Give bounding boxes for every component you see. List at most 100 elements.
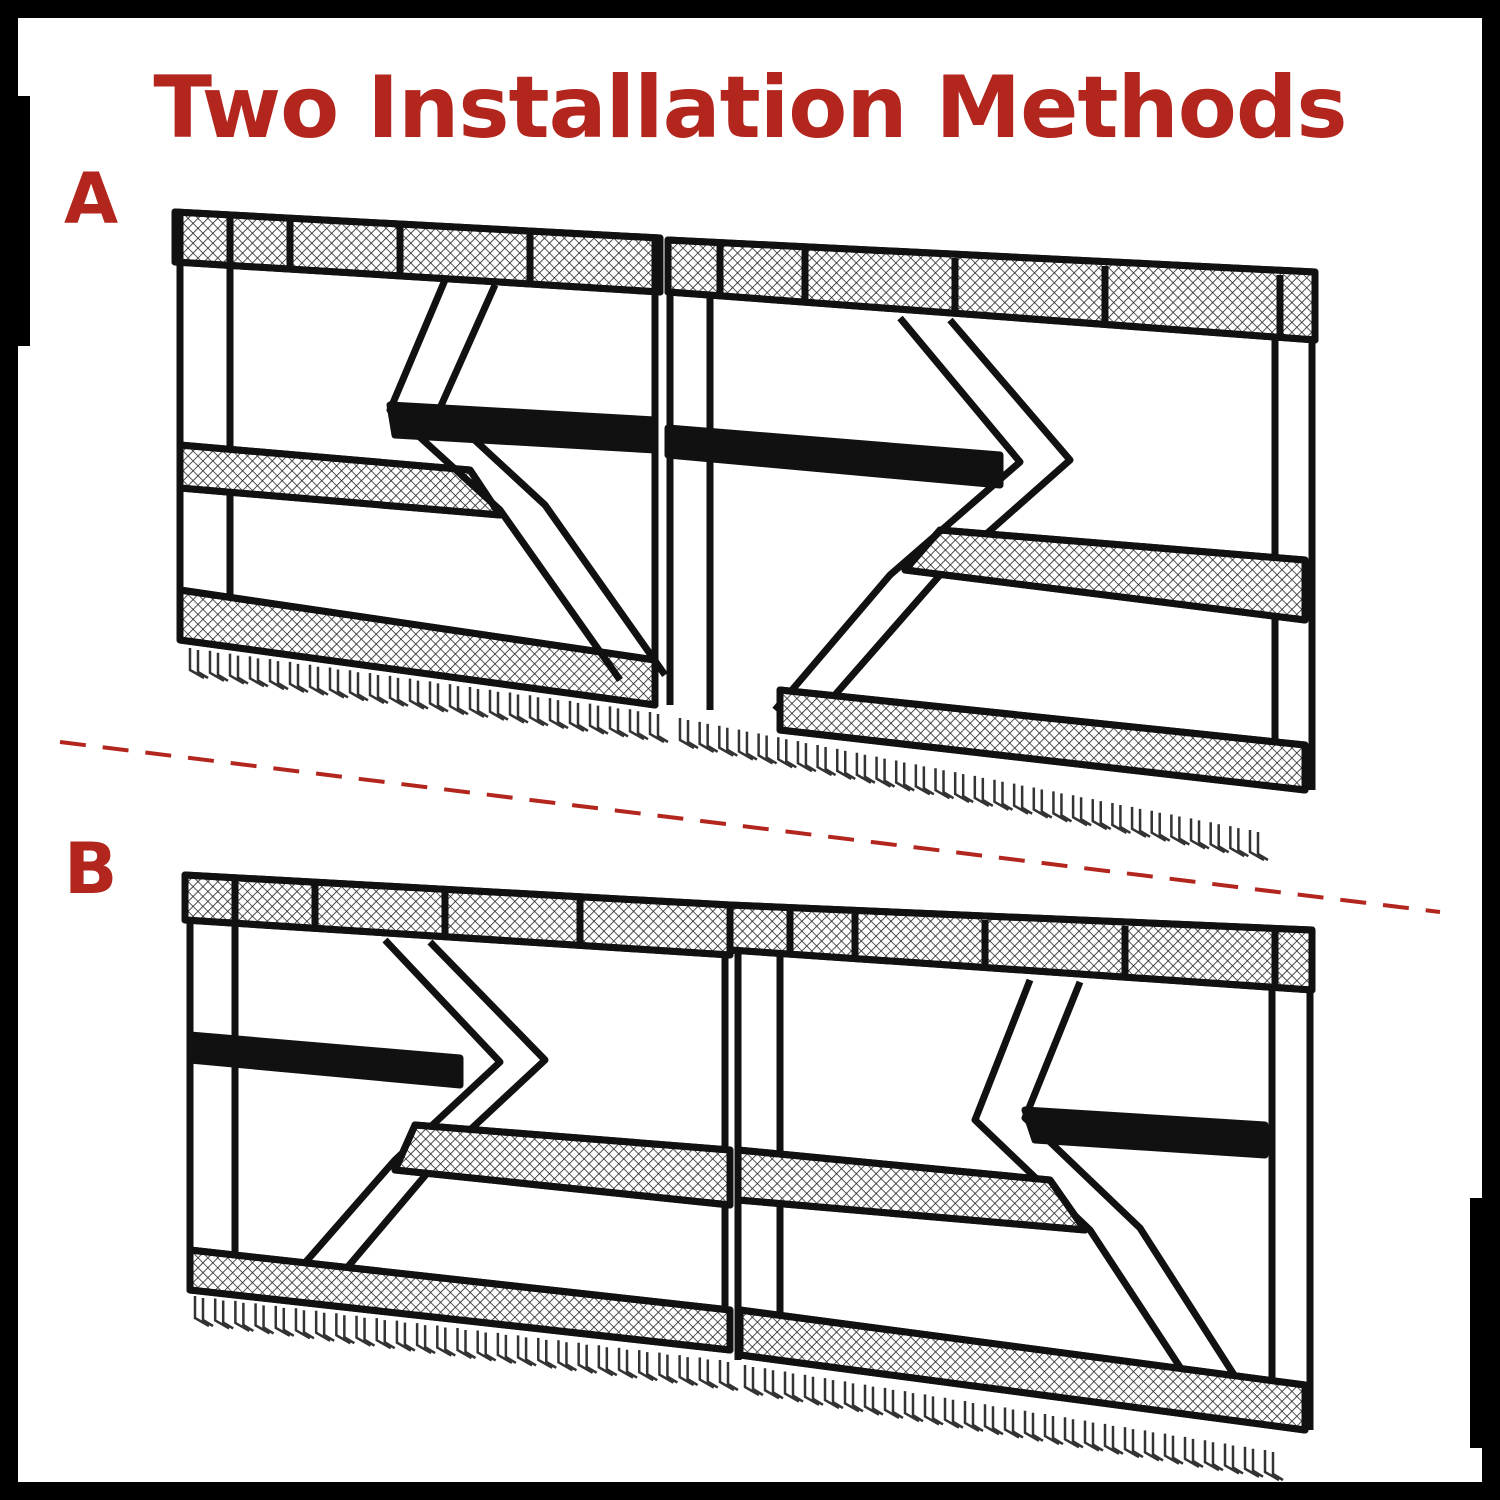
hanger-hook [1203, 1440, 1224, 1472]
product-image-frame: Two Installation Methods A B [18, 18, 1482, 1482]
hanger-hook [208, 650, 229, 682]
hanger-hook [308, 664, 329, 696]
hanger-hook [597, 1345, 618, 1377]
hanger-hook [577, 1342, 598, 1374]
hanger-hook [883, 1387, 904, 1419]
hanger-hook [1023, 1410, 1044, 1442]
hanger-hook [254, 1303, 275, 1335]
hanger-hook [213, 1298, 234, 1330]
hanger-hook [395, 1320, 416, 1352]
hanger-hook [1170, 814, 1191, 846]
hanger-hook [1063, 1417, 1084, 1449]
hanger-hook [658, 1352, 679, 1384]
hanger-hook [588, 703, 609, 735]
hanger-hook [777, 737, 797, 769]
hanger-hook [436, 1325, 456, 1357]
hanger-hook [1248, 830, 1269, 862]
hanger-hook [628, 709, 649, 741]
hanger-hook [1243, 1446, 1264, 1478]
hanger-hook [1111, 802, 1132, 835]
hanger-hook [1183, 1436, 1204, 1469]
hanger-hook [1143, 1430, 1164, 1462]
hanger-hook [1189, 818, 1210, 850]
hanger-hook [1052, 791, 1073, 823]
hanger-hook [617, 1347, 638, 1379]
hanger-hook [803, 1374, 824, 1406]
hanger-hook [234, 1300, 255, 1333]
hanger-hook [823, 1378, 844, 1410]
hanger-hook [415, 1323, 436, 1355]
hanger-hook [428, 681, 449, 713]
hanger-hook [268, 659, 289, 691]
hanger-hook [783, 1371, 804, 1403]
hanger-hook [314, 1310, 335, 1342]
option-b-label: B [64, 828, 118, 910]
shelf-unit-a-right [664, 236, 1319, 794]
hanger-hook [528, 695, 549, 727]
hanger-hook [193, 1296, 214, 1328]
hanger-hook [188, 648, 209, 680]
hanger-hook [1012, 783, 1033, 815]
hanger-hook [1229, 826, 1249, 858]
frame-notch-right [1470, 1198, 1482, 1448]
hanger-hook [1123, 1427, 1144, 1459]
hanger-hook [1150, 810, 1171, 842]
hanger-hook [648, 712, 669, 744]
hanger-hook [1163, 1433, 1184, 1465]
hanger-hook [568, 700, 589, 732]
hanger-hook [763, 1368, 784, 1400]
hanger-hook [743, 1365, 764, 1397]
hanger-hook [698, 1357, 719, 1389]
hanger-hook [368, 673, 389, 705]
hanger-hook [248, 656, 269, 688]
hanger-hook [914, 764, 935, 796]
hanger-hook [718, 1360, 739, 1392]
hanger-hook [388, 675, 409, 707]
hanger-hook [718, 725, 738, 757]
hanger-hook [637, 1350, 658, 1382]
hanger-hook [796, 741, 817, 773]
hanger-hook [1130, 806, 1151, 838]
hanger-hook [678, 1355, 699, 1387]
shelf-unit-b-right [726, 901, 1316, 1434]
hanger-hook [375, 1318, 396, 1350]
hanger-hook [348, 670, 369, 702]
hanger-hook [456, 1328, 477, 1360]
hanger-hook [855, 752, 876, 784]
hanger-hook [843, 1381, 864, 1413]
hanger-hook [468, 686, 489, 719]
hanger-hook [228, 653, 249, 685]
hanger-hook [816, 745, 837, 777]
hanger-hook [963, 1400, 984, 1433]
divider-dashed-line [59, 740, 1441, 914]
hanger-hook [863, 1384, 884, 1416]
frame-notch-left [18, 96, 30, 346]
hanger-hook [1083, 1420, 1104, 1452]
hanger-hook [408, 678, 429, 710]
hanger-hook [835, 748, 856, 780]
hanger-hook [983, 1404, 1004, 1436]
hanger-hook [288, 661, 309, 693]
hanger-hook [557, 1340, 578, 1372]
hanger-hook [1209, 822, 1230, 854]
hanger-hook [953, 772, 974, 804]
hanger-hook [973, 775, 994, 808]
hanger-hook [943, 1397, 964, 1429]
hanger-hook [934, 768, 955, 800]
hanger-hook [548, 698, 569, 730]
option-a-label: A [64, 158, 119, 240]
hanger-hook [537, 1337, 557, 1369]
shelf-illustration [59, 208, 1441, 1482]
hanger-hook [476, 1330, 497, 1362]
shelf-unit-a-left [171, 208, 668, 709]
hanger-hook [1032, 787, 1053, 819]
hanger-hook [355, 1315, 376, 1347]
hanger-hook [993, 779, 1014, 811]
hanger-hook [1263, 1450, 1284, 1482]
hanger-hook [1223, 1443, 1244, 1475]
shelf-unit-b-left [181, 871, 734, 1354]
hanger-hook [608, 706, 629, 738]
hanger-hook [1103, 1423, 1124, 1455]
hanger-hook [516, 1335, 537, 1367]
hanger-hook [1071, 795, 1092, 827]
